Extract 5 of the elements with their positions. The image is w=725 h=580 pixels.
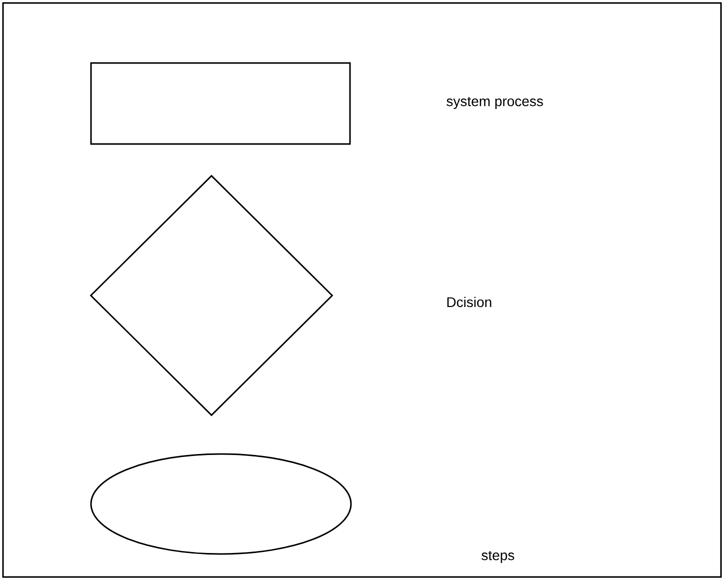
shape-caption: steps <box>482 551 514 563</box>
process-box <box>90 62 351 145</box>
terminal-ellipse <box>90 453 352 555</box>
shape-caption: Dcision <box>447 296 492 308</box>
shape-caption: system process <box>446 97 543 109</box>
